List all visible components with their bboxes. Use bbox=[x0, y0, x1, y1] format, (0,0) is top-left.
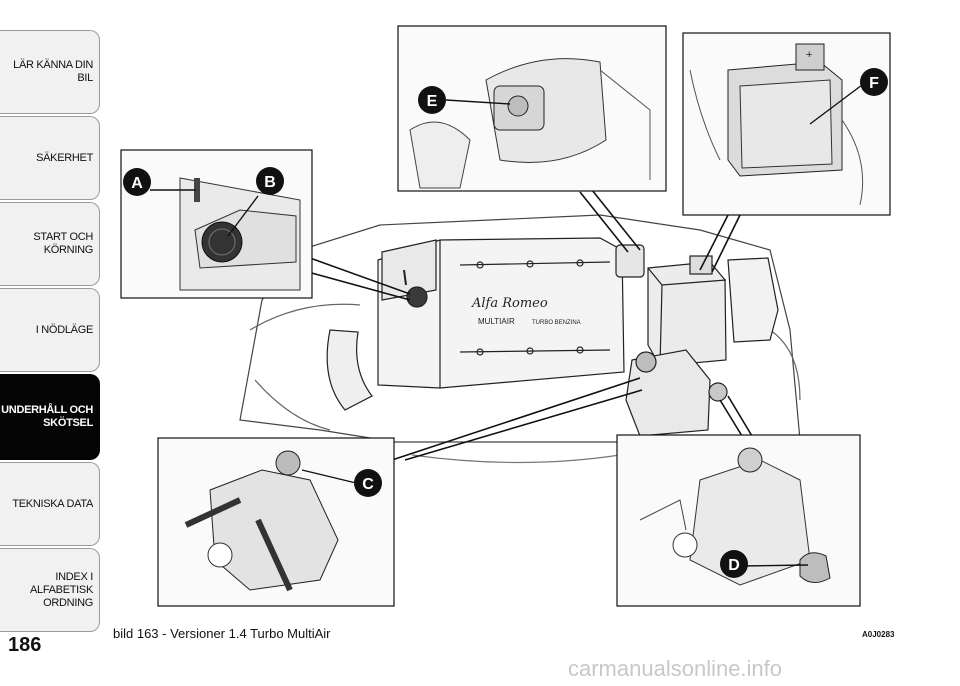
side-tab-tekniska-data[interactable]: TEKNISKA DATA bbox=[0, 462, 100, 546]
figure-caption: bild 163 - Versioner 1.4 Turbo MultiAir bbox=[113, 626, 331, 641]
watermark: carmanualsonline.info bbox=[568, 656, 783, 681]
side-tab-lar-kanna-din-bil[interactable]: LÄR KÄNNA DIN BIL bbox=[0, 30, 100, 114]
side-tab-start-och-korning[interactable]: START OCH KÖRNING bbox=[0, 202, 100, 286]
callout-e: E bbox=[427, 93, 438, 110]
callout-d: D bbox=[728, 557, 740, 574]
side-tab-index-i-alfabetisk-ordning[interactable]: INDEX I ALFABETISK ORDNING bbox=[0, 548, 100, 632]
side-tab-sakerhet[interactable]: SÄKERHET bbox=[0, 116, 100, 200]
callout-a: A bbox=[131, 175, 143, 192]
engine-turbo-text: TURBO BENZINA bbox=[532, 320, 581, 326]
figure-code: A0J0283 bbox=[862, 630, 895, 639]
engine-brand-text: Alfa Romeo bbox=[471, 296, 548, 311]
inset-washer bbox=[616, 434, 861, 607]
callout-b: B bbox=[264, 174, 276, 191]
page-number: 186 bbox=[8, 634, 42, 656]
side-tab-i-nodlage[interactable]: I NÖDLÄGE bbox=[0, 288, 100, 372]
side-tab-underhall-och-skotsel[interactable]: UNDERHÅLL OCH SKÖTSEL bbox=[0, 374, 100, 460]
inset-battery: + bbox=[682, 32, 891, 216]
svg-text:+: + bbox=[806, 49, 812, 61]
inset-coolant bbox=[157, 437, 395, 607]
callouts bbox=[123, 68, 888, 578]
inset-dipstick-oil-cap bbox=[120, 149, 313, 299]
engine-multiair-text: MULTIAIR bbox=[478, 317, 515, 326]
callout-c: C bbox=[362, 476, 374, 493]
callout-f: F bbox=[869, 75, 879, 92]
